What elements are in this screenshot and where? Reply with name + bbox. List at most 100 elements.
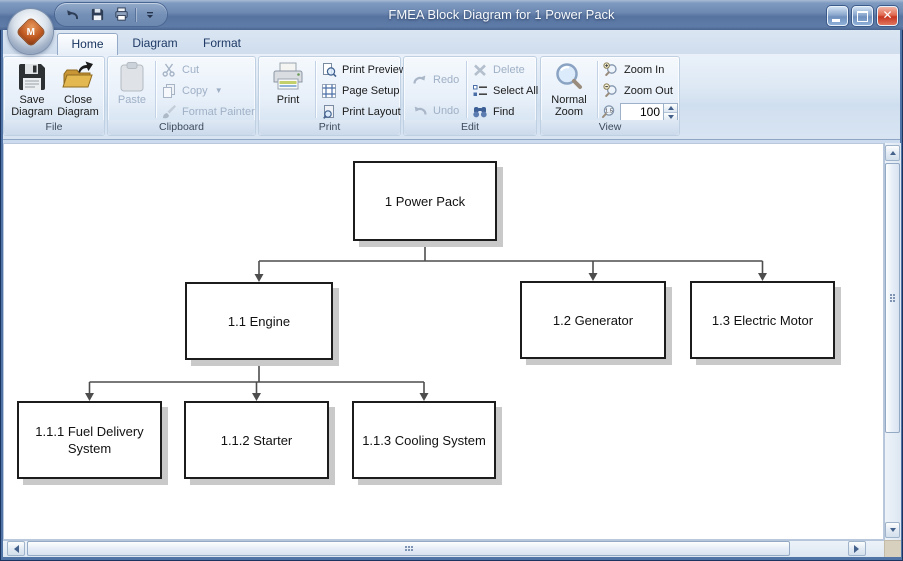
save-diagram-label-1: Save — [19, 94, 45, 106]
scroll-right-button[interactable] — [848, 541, 866, 556]
diagram-node-cooling-system[interactable]: 1.1.3 Cooling System — [352, 401, 496, 479]
ribbon: Save Diagram Close Diagram File Paste Cu… — [3, 54, 900, 140]
find-icon — [472, 104, 488, 120]
close-icon: ✕ — [882, 8, 893, 22]
scroll-down-button[interactable] — [885, 522, 900, 538]
vertical-scrollbar[interactable] — [884, 143, 901, 540]
find-label: Find — [493, 105, 515, 118]
cut-button[interactable]: Cut — [158, 59, 254, 80]
undo-label: Undo — [433, 104, 460, 117]
ribbon-group-view: Normal Zoom Zoom In Zoom Out 1.5 — [540, 56, 680, 136]
undo-button[interactable]: Undo — [409, 100, 464, 121]
page-setup-button[interactable]: Page Setup — [318, 80, 400, 101]
print-layout-label: Print Layout — [342, 105, 401, 118]
zoom-level-icon: 1.5 — [600, 104, 616, 120]
qat-separator — [135, 7, 137, 22]
zoom-spinner-up[interactable] — [664, 103, 677, 112]
zoom-in-button[interactable]: Zoom In — [600, 59, 678, 80]
vertical-scroll-thumb[interactable] — [885, 163, 900, 433]
delete-button[interactable]: Delete — [469, 59, 535, 80]
group-label-clipboard: Clipboard — [108, 120, 255, 135]
customize-quick-access-button[interactable] — [138, 5, 161, 24]
redo-label: Redo — [433, 73, 460, 86]
close-button[interactable]: ✕ — [877, 6, 898, 26]
group-label-edit: Edit — [404, 120, 536, 135]
diagram-node-generator[interactable]: 1.2 Generator — [520, 281, 666, 359]
app-logo-icon: M — [16, 17, 45, 46]
application-menu-button[interactable]: M — [8, 9, 53, 54]
window-title: FMEA Block Diagram for 1 Power Pack — [388, 7, 615, 22]
normal-zoom-button[interactable]: Normal Zoom — [545, 59, 593, 120]
redo-button[interactable]: Redo — [409, 69, 464, 90]
tab-diagram[interactable]: Diagram — [132, 36, 178, 50]
normal-zoom-label-2: Zoom — [554, 106, 584, 118]
close-diagram-button[interactable]: Close Diagram — [55, 59, 101, 120]
diagram-node-starter[interactable]: 1.1.2 Starter — [184, 401, 329, 479]
scroll-down-icon — [889, 528, 896, 535]
diagram-node-fuel-delivery-system[interactable]: 1.1.1 Fuel Delivery System — [17, 401, 162, 479]
print-preview-label: Print Preview — [342, 63, 407, 76]
copy-dropdown-icon: ▼ — [214, 86, 223, 95]
print-preview-button[interactable]: Print Preview — [318, 59, 407, 80]
format-painter-button[interactable]: Format Painter — [158, 101, 255, 122]
scroll-left-button[interactable] — [7, 541, 25, 556]
edit-divider — [466, 61, 467, 118]
horizontal-scroll-thumb[interactable] — [27, 541, 790, 556]
scrollbar-corner — [884, 540, 901, 557]
ribbon-group-clipboard: Paste Cut Copy ▼ Format Painter Clipboa — [107, 56, 256, 136]
maximize-icon — [857, 11, 868, 22]
quick-undo-button[interactable] — [61, 5, 84, 24]
print-button[interactable]: Print — [266, 59, 310, 120]
tab-home[interactable]: Home — [57, 33, 118, 55]
zoom-out-button[interactable]: Zoom Out — [600, 80, 678, 101]
tab-format[interactable]: Format — [202, 36, 241, 50]
group-label-view: View — [541, 120, 679, 135]
scroll-up-button[interactable] — [885, 145, 900, 161]
save-diagram-label-2: Diagram — [11, 106, 53, 118]
format-painter-label: Format Painter — [182, 105, 255, 118]
save-diagram-icon — [16, 61, 48, 93]
page-setup-label: Page Setup — [342, 84, 400, 97]
minimize-button[interactable] — [827, 6, 848, 26]
save-diagram-button[interactable]: Save Diagram — [9, 59, 55, 120]
paste-button[interactable]: Paste — [112, 59, 152, 120]
zoom-value-input[interactable] — [620, 102, 664, 122]
print-layout-button[interactable]: Print Layout — [318, 101, 401, 122]
diagram-canvas[interactable]: 1 Power Pack 1.1 Engine 1.2 Generator 1.3 E… — [3, 143, 884, 540]
ribbon-bottom-strip — [3, 140, 900, 143]
view-divider — [597, 61, 598, 118]
zoom-spinner — [664, 102, 678, 122]
quick-print-button[interactable] — [111, 5, 134, 24]
undo-icon — [412, 103, 428, 119]
diagram-node-engine[interactable]: 1.1 Engine — [185, 282, 333, 360]
copy-button[interactable]: Copy ▼ — [158, 80, 254, 101]
ribbon-group-print: Print Print Preview Page Setup Print Lay… — [258, 56, 407, 136]
select-all-label: Select All — [493, 84, 539, 97]
window-controls: ✕ — [827, 6, 898, 26]
title-bar: FMEA Block Diagram for 1 Power Pack ✕ — [0, 0, 903, 30]
ribbon-group-file: Save Diagram Close Diagram File — [3, 56, 105, 136]
group-label-file: File — [4, 120, 104, 135]
normal-zoom-label-1: Normal — [551, 94, 587, 106]
save-icon — [90, 7, 105, 22]
scroll-left-icon — [10, 544, 19, 553]
print-preview-icon — [321, 62, 337, 78]
undo-icon — [64, 7, 80, 23]
clipboard-divider — [155, 61, 156, 118]
thumb-grip — [404, 546, 407, 548]
close-diagram-label-1: Close — [63, 94, 93, 106]
diagram-node-power-pack[interactable]: 1 Power Pack — [353, 161, 497, 241]
zoom-spinner-down[interactable] — [664, 111, 677, 121]
maximize-button[interactable] — [852, 6, 873, 26]
find-button[interactable]: Find — [469, 101, 535, 122]
select-all-button[interactable]: Select All — [469, 80, 539, 101]
diagram-node-electric-motor[interactable]: 1.3 Electric Motor — [690, 281, 835, 359]
print-layout-icon — [321, 104, 337, 120]
print-label: Print — [276, 94, 300, 106]
format-painter-icon — [161, 104, 177, 120]
redo-icon — [412, 72, 428, 88]
zoom-out-icon — [603, 82, 619, 99]
quick-save-button[interactable] — [86, 5, 109, 24]
horizontal-scrollbar[interactable] — [3, 540, 884, 557]
